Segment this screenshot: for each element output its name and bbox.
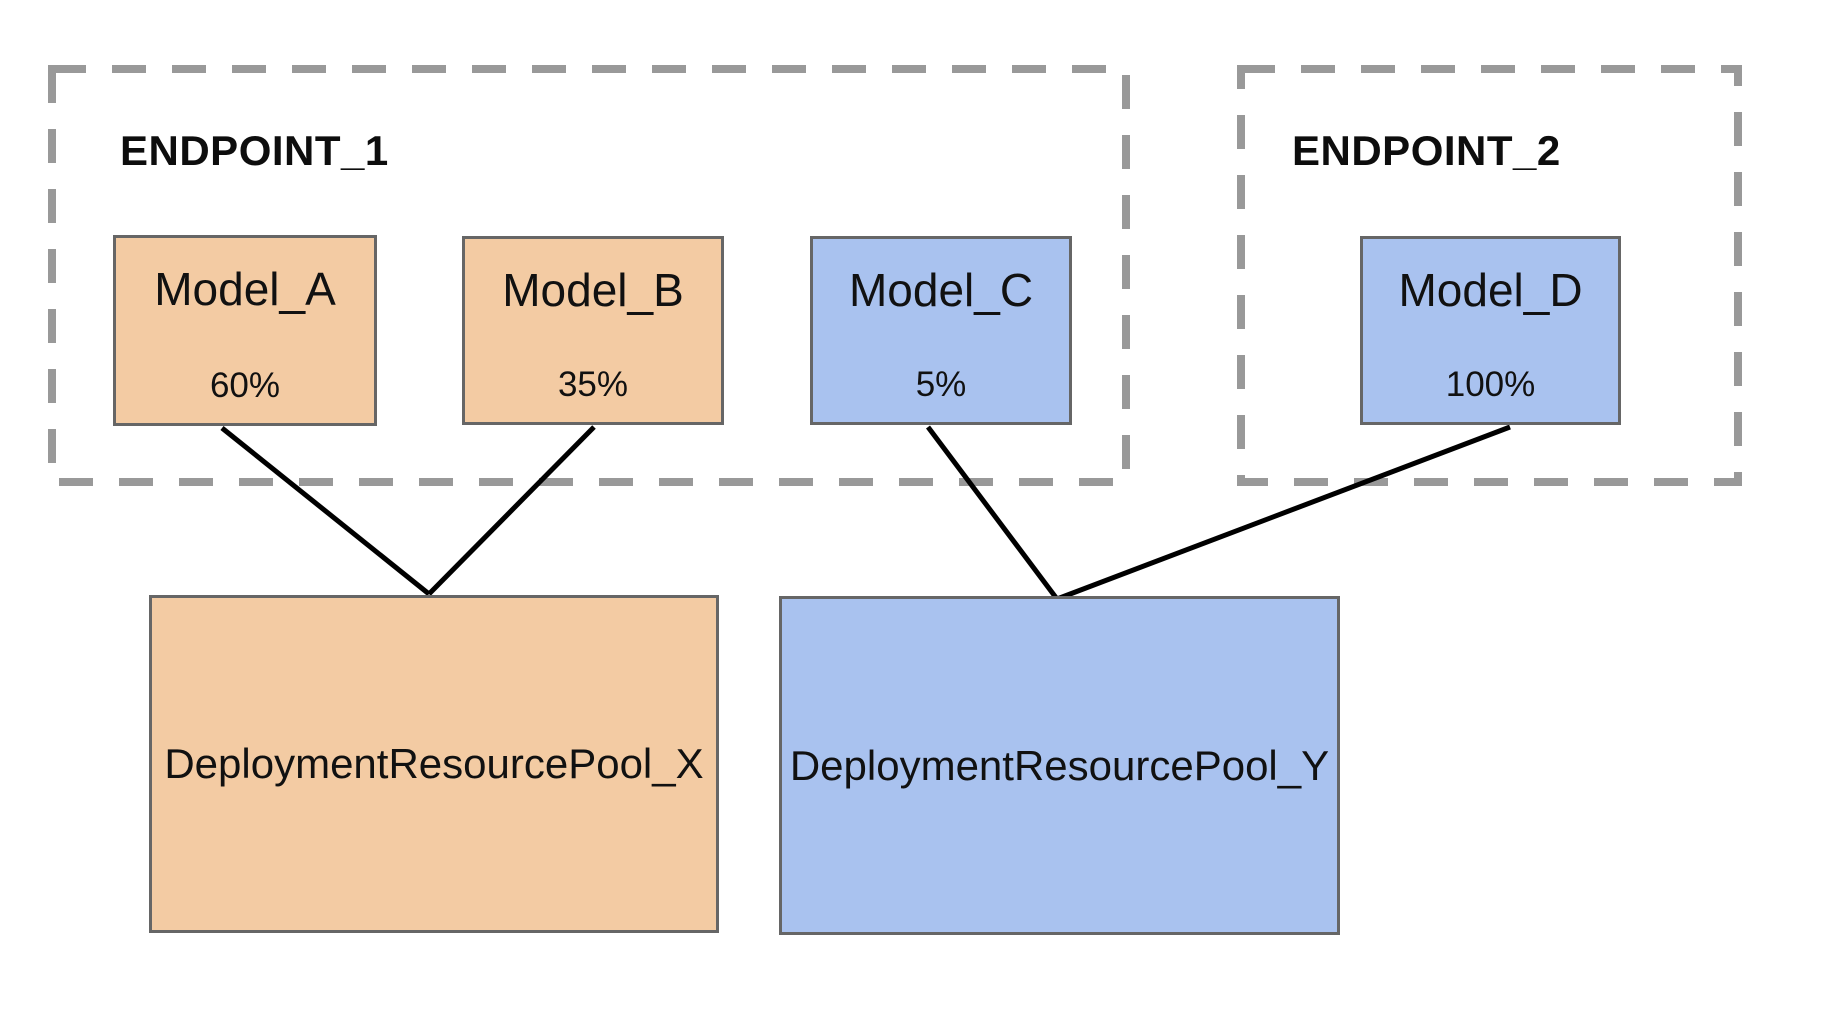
model-d-node: Model_D 100% [1360, 236, 1621, 425]
connector-model-b-pool-x [427, 425, 596, 596]
connector-model-a-pool-x [220, 426, 431, 596]
endpoint-2-label: ENDPOINT_2 [1292, 127, 1561, 174]
model-c-node: Model_C 5% [810, 236, 1072, 425]
endpoint-1-label: ENDPOINT_1 [120, 127, 389, 174]
model-c-name: Model_C [848, 263, 1034, 316]
model-a-node: Model_A 60% [113, 235, 377, 426]
deployment-resource-pool-y-node: DeploymentResourcePool_Y [779, 596, 1340, 935]
pool-x-label: DeploymentResourcePool_X [164, 740, 704, 787]
connector-model-d-pool-y [1056, 424, 1511, 602]
pool-y-label: DeploymentResourcePool_Y [789, 741, 1330, 789]
model-b-node: Model_B 35% [462, 236, 724, 425]
endpoint-1-boundary [48, 65, 1130, 486]
model-b-traffic-split: 35% [557, 365, 629, 405]
model-a-name: Model_A [154, 263, 336, 316]
model-d-traffic-split: 100% [1445, 365, 1536, 405]
deployment-resource-pool-x-node: DeploymentResourcePool_X [149, 595, 719, 933]
model-d-name: Model_D [1398, 263, 1583, 316]
connector-model-c-pool-y [926, 425, 1059, 601]
endpoint-2-boundary [1237, 65, 1742, 486]
model-b-name: Model_B [502, 263, 684, 316]
model-a-traffic-split: 60% [209, 365, 281, 405]
model-c-traffic-split: 5% [915, 365, 967, 405]
